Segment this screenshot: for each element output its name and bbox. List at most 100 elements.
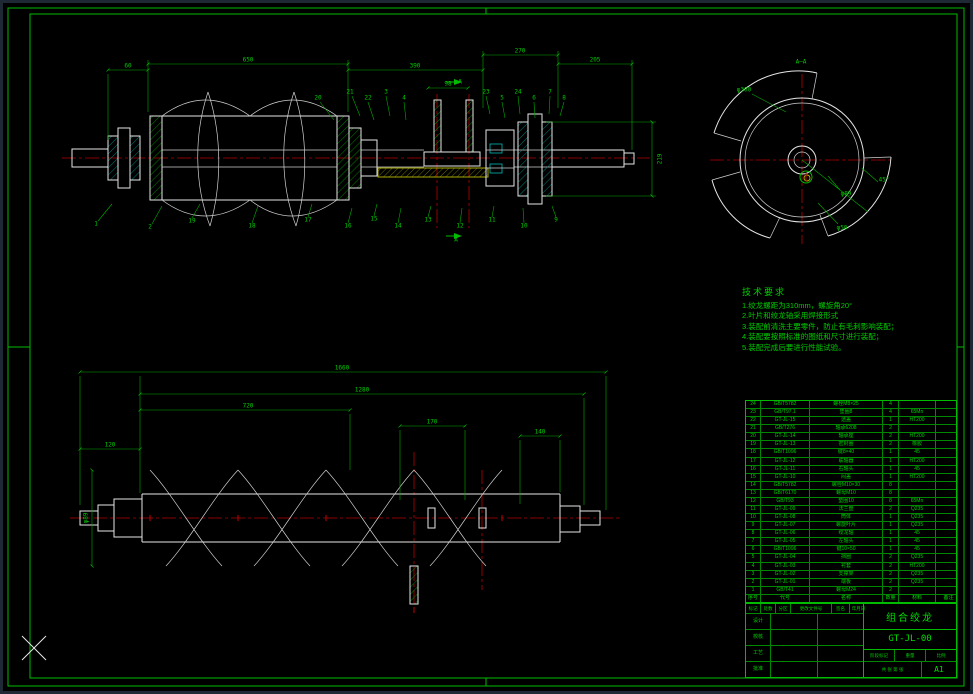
bom-cell: 代号 xyxy=(760,594,809,602)
sheet-row: 共 张 第 张 A1 xyxy=(864,662,956,677)
scale-weight-row: 阶段标记重量比例 xyxy=(864,650,956,662)
bom-cell xyxy=(935,417,961,425)
title-block-misc-cell: 比例 xyxy=(925,650,956,661)
bom-cell xyxy=(898,425,935,433)
bom-cell xyxy=(935,522,961,530)
bom-cell: 螺母M10 xyxy=(809,489,882,497)
bom-cell: GB/T41 xyxy=(760,586,809,594)
corner-crop-mark xyxy=(21,635,47,661)
signature-row: 批准 xyxy=(746,661,863,677)
tech-req-item: 2.叶片和绞龙轴采用焊接形式 xyxy=(742,311,839,321)
bom-cell: 绞龙轴 xyxy=(809,530,882,538)
bom-cell xyxy=(898,401,935,409)
bom-cell: 挡圈 xyxy=(809,554,882,562)
bom-cell: 2 xyxy=(882,425,898,433)
bom-cell: 22 xyxy=(750,417,756,424)
bom-cell: 1 xyxy=(882,457,898,465)
bom-cell: 1 xyxy=(882,530,898,538)
bom-cell xyxy=(935,481,961,489)
bom-cell: GT-JL-01 xyxy=(760,578,809,586)
bom-cell: 右轴头 xyxy=(809,465,882,473)
title-block: 标记处数分区更改文件号签名年月日 设计校核工艺批准 组合绞龙 GT-JL-00 … xyxy=(745,603,957,678)
bom-cell: GT-JL-06 xyxy=(760,530,809,538)
bom-cell xyxy=(935,425,961,433)
bom-cell xyxy=(935,497,961,506)
bom-cell: 45 xyxy=(898,449,935,457)
bom-cell xyxy=(935,409,961,417)
bom-cell: 1 xyxy=(882,465,898,473)
bom-cell: GB/T6170 xyxy=(760,489,809,497)
signature-label: 设计 xyxy=(752,618,763,624)
bom-cell xyxy=(935,449,961,457)
bom-cell: 45 xyxy=(898,546,935,554)
bom-cell: GT-JL-02 xyxy=(760,570,809,578)
bom-cell: 2 xyxy=(882,562,898,570)
bom-cell: 6 xyxy=(751,546,755,553)
tech-req-item: 1.绞龙螺距为310mm，螺旋角20° xyxy=(742,300,853,310)
bom-cell: 1 xyxy=(882,473,898,481)
bom-cell xyxy=(935,401,961,409)
bom-cell: 4 xyxy=(882,401,898,409)
bom-cell: 18 xyxy=(750,449,756,456)
bom-cell: 20 xyxy=(750,433,756,440)
bom-cell: 法兰盘 xyxy=(809,506,882,514)
bom-cell: GB/T5782 xyxy=(760,401,809,409)
bom-cell: 序号 xyxy=(747,594,758,601)
bom-cell: 支撑架 xyxy=(809,570,882,578)
signature-rows: 设计校核工艺批准 xyxy=(746,614,863,677)
bom-cell: 21 xyxy=(750,425,756,432)
bom-cell: 轴承座 xyxy=(809,433,882,441)
bom-cell: 橡胶 xyxy=(898,441,935,449)
bom-cell xyxy=(935,562,961,570)
bom-cell: 1 xyxy=(882,546,898,554)
signature-blank xyxy=(770,630,817,645)
tech-req-title: 技术要求 xyxy=(742,287,787,297)
bom-cell: 45 xyxy=(898,465,935,473)
revision-header-cell: 签名 xyxy=(831,604,849,613)
bom-cell: 19 xyxy=(750,441,756,448)
bom-cell: 1 xyxy=(882,417,898,425)
bom-cell: GB/T93 xyxy=(760,497,809,506)
bom-cell xyxy=(935,570,961,578)
bom-cell xyxy=(935,530,961,538)
bom-cell: 2 xyxy=(751,578,755,585)
title-block-misc-cell: 阶段标记 xyxy=(870,653,888,658)
signature-row: 工艺 xyxy=(746,645,863,661)
signature-row: 设计 xyxy=(746,614,863,629)
bom-cell: 45 xyxy=(898,538,935,546)
revision-header-cell: 分区 xyxy=(775,604,790,613)
bom-cell: 左轴头 xyxy=(809,538,882,546)
centering-marks xyxy=(8,8,964,686)
revision-header-cell: 处数 xyxy=(760,604,775,613)
signature-blank xyxy=(816,662,864,677)
inner-border xyxy=(29,13,958,679)
bom-cell: 联轴器 xyxy=(809,457,882,465)
bom-cell: 键10×50 xyxy=(809,546,882,554)
bom-cell: 4 xyxy=(882,409,898,417)
revision-header-cell: 标记 xyxy=(748,606,758,611)
bom-cell xyxy=(935,506,961,514)
bom-cell: 2 xyxy=(882,586,898,594)
bom-cell: 垫圈10 xyxy=(809,497,882,506)
bom-cell xyxy=(898,586,935,594)
bom-cell: HT200 xyxy=(898,562,935,570)
bom-cell: 数量 xyxy=(882,594,898,602)
bom-cell: 螺旋叶片 xyxy=(809,522,882,530)
bom-cell: 键8×40 xyxy=(809,449,882,457)
bom-cell: 17 xyxy=(750,457,756,464)
bom-cell xyxy=(935,457,961,465)
bom-cell: 螺栓M10×30 xyxy=(809,481,882,489)
bom-cell: 8 xyxy=(882,497,898,506)
bom-cell: 筒体 xyxy=(809,514,882,522)
